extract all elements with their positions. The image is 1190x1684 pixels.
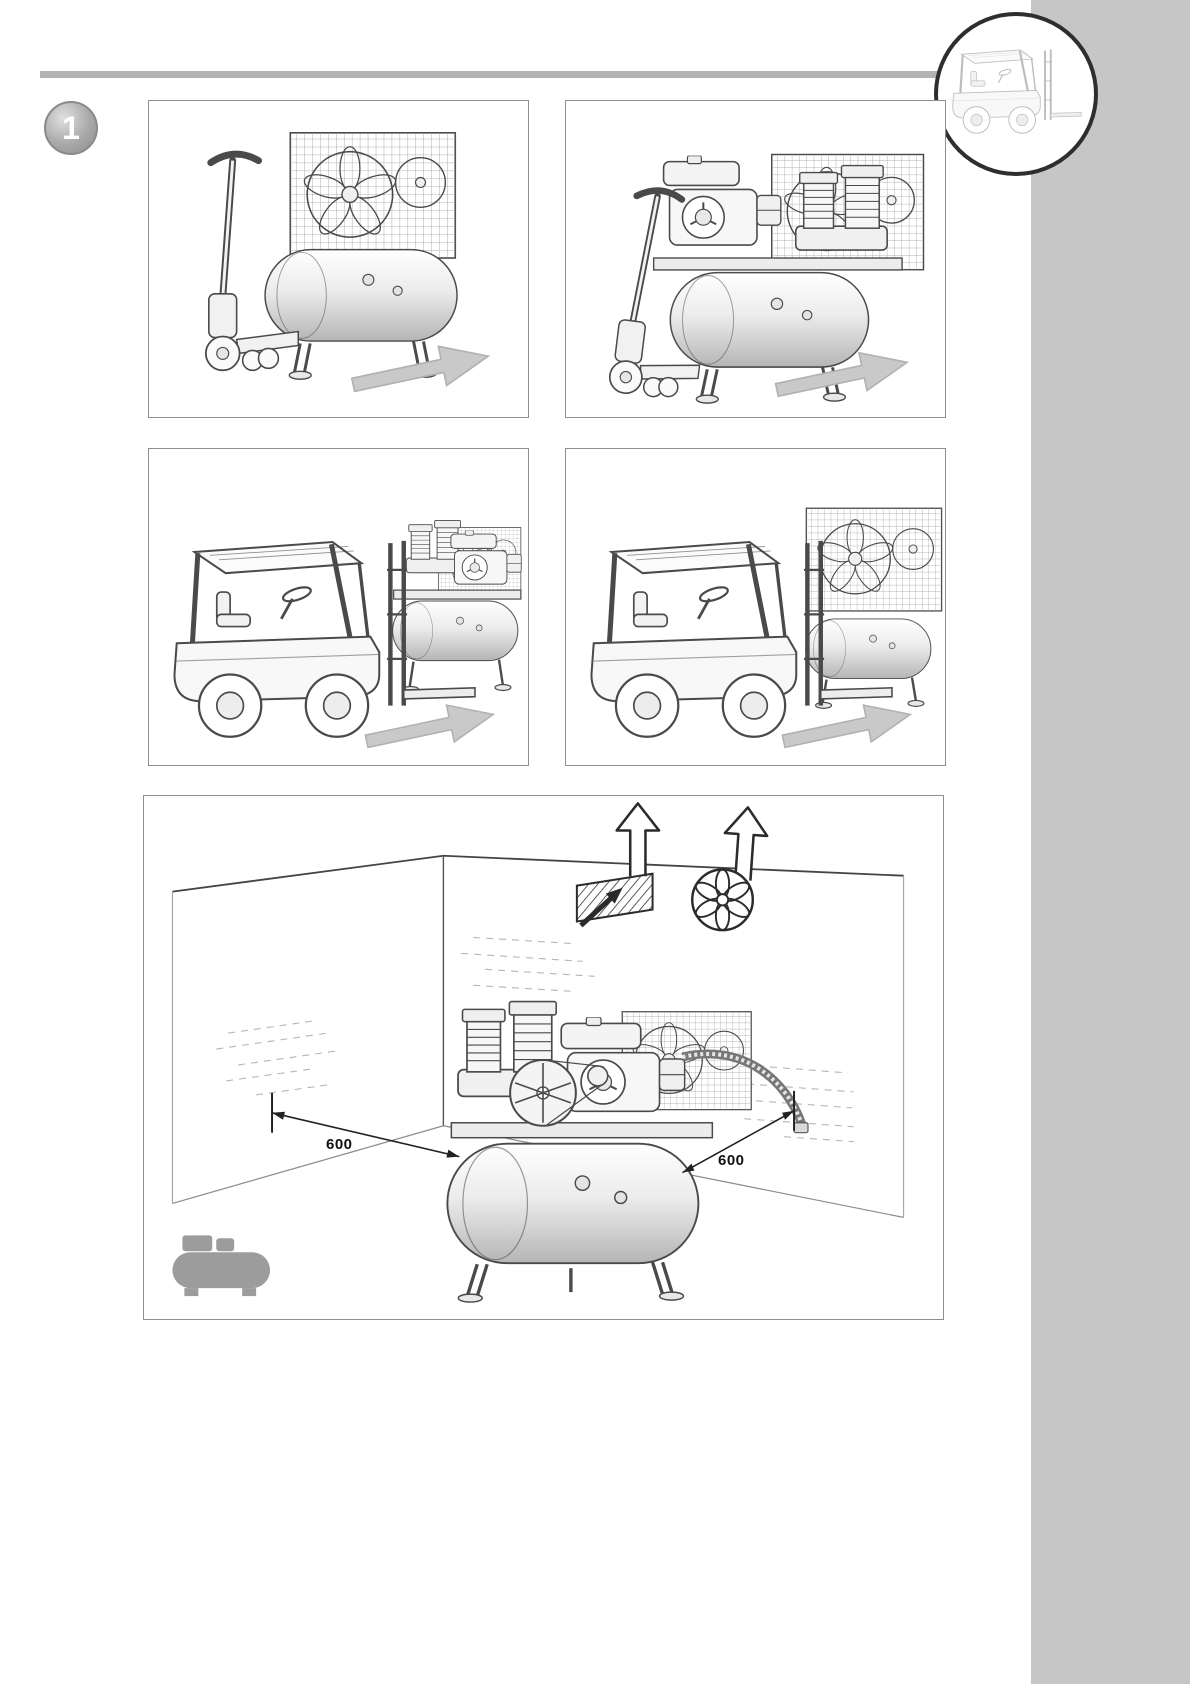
panel-forklift-cooler xyxy=(565,448,946,766)
brick-texture xyxy=(216,936,854,1143)
step-number: 1 xyxy=(62,110,80,146)
dimension-line-left xyxy=(271,1092,460,1158)
direction-arrow-icon xyxy=(348,335,494,406)
panel-pallet-truck-engine xyxy=(565,100,946,418)
tank-icon xyxy=(264,248,458,342)
compressor-icon xyxy=(446,1000,809,1303)
direction-arrow-icon xyxy=(778,695,915,761)
cooler-grille-icon xyxy=(289,132,457,259)
step-number-badge: 1 xyxy=(44,101,98,155)
panel-forklift-engine xyxy=(148,448,529,766)
tank-legs xyxy=(401,659,512,694)
tank-legs xyxy=(457,1261,685,1303)
forklift-with-compressor-engine-icon xyxy=(149,519,522,761)
panel-pallet-truck-cooler xyxy=(148,100,529,418)
forklift-icon xyxy=(951,48,1083,135)
panel-installation-room: 600 600 xyxy=(143,795,944,1320)
pallet-truck-with-compressor-engine-icon xyxy=(566,153,925,410)
compressor-pictogram-icon xyxy=(172,1235,271,1297)
hose xyxy=(681,1049,809,1134)
tank-icon xyxy=(805,618,932,680)
forklift-topic-badge xyxy=(934,12,1098,176)
top-rule xyxy=(40,71,1031,78)
dimension-label-right: 600 xyxy=(718,1152,745,1169)
room-walls xyxy=(171,854,905,1218)
tank-icon xyxy=(446,1142,700,1265)
cooler-grille-icon xyxy=(805,507,943,612)
baseplate xyxy=(450,1122,714,1139)
tank-icon xyxy=(392,600,519,662)
right-margin-bar xyxy=(1031,0,1190,1684)
vent-grille-icon xyxy=(577,874,653,926)
baseplate xyxy=(393,589,522,600)
installation-room-illustration xyxy=(171,802,905,1303)
forklift-with-compressor-cooler-icon xyxy=(566,507,943,761)
direction-arrow-icon xyxy=(361,695,498,761)
tank-icon xyxy=(669,271,870,368)
pallet-truck-with-compressor-cooler-icon xyxy=(149,132,494,406)
baseplate xyxy=(652,257,903,271)
dimension-label-left: 600 xyxy=(326,1136,353,1153)
wall-fan-icon xyxy=(691,868,755,932)
flywheel-icon xyxy=(509,1058,609,1127)
dimension-line-right xyxy=(682,1090,796,1174)
tank-legs xyxy=(815,677,925,709)
